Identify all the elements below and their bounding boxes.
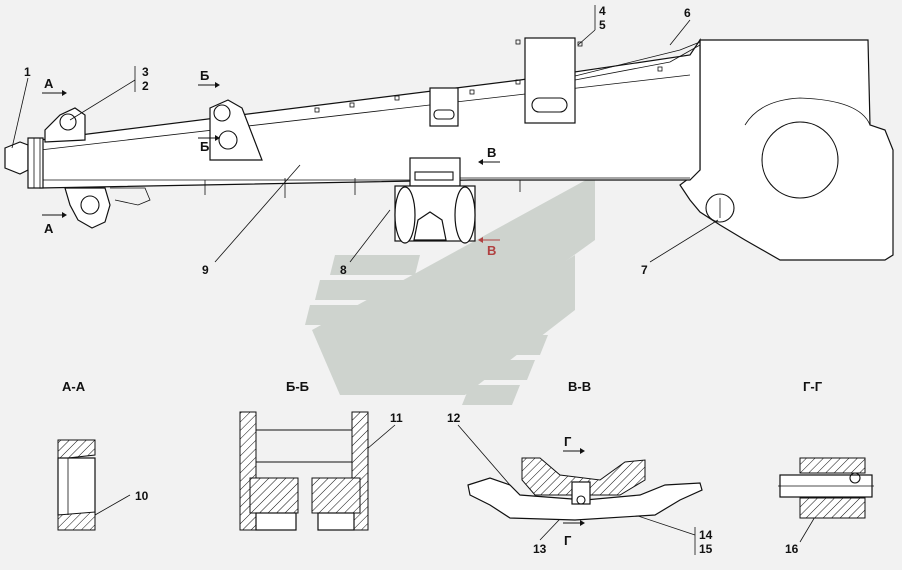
callout-16: 16	[785, 542, 799, 556]
pivot-bore	[761, 121, 839, 199]
bracket-mid	[429, 87, 459, 127]
section-aa-drawing	[57, 439, 96, 531]
hook	[64, 187, 111, 229]
callout-1: 1	[24, 65, 31, 79]
callout-14: 14	[699, 528, 713, 542]
watermark-logo	[305, 175, 595, 405]
bracket-left	[44, 107, 86, 143]
callout-15: 15	[699, 542, 713, 556]
section-marks	[42, 82, 585, 526]
section-title-bb: Б-Б	[286, 379, 309, 394]
section-mark-b-bottom: Б	[200, 139, 209, 154]
section-mark-v-top: В	[487, 145, 496, 160]
callout-3: 3	[142, 65, 149, 79]
section-bb-drawing	[239, 411, 369, 531]
bracket-b	[209, 99, 263, 161]
callout-2: 2	[142, 79, 149, 93]
section-gg-drawing	[778, 457, 874, 519]
leader-lines	[11, 5, 826, 555]
section-mark-g-bottom: Г	[564, 533, 572, 548]
boom-arm	[39, 38, 701, 189]
section-mark-a-top: А	[44, 76, 54, 91]
section-title-vv: В-В	[568, 379, 591, 394]
section-mark-b-top: Б	[200, 68, 209, 83]
section-mark-a-bottom: А	[44, 221, 54, 236]
callout-13: 13	[533, 542, 547, 556]
rivets	[314, 39, 663, 113]
section-title-aa: А-А	[62, 379, 86, 394]
callout-5: 5	[599, 18, 606, 32]
callout-7: 7	[641, 263, 648, 277]
callout-11: 11	[390, 411, 403, 425]
underside-struts	[204, 178, 521, 198]
pin-7	[705, 193, 735, 223]
boom-assembly	[4, 37, 894, 261]
callout-10: 10	[135, 489, 149, 503]
bracket-4-5	[524, 37, 576, 124]
callout-8: 8	[340, 263, 347, 277]
section-title-gg: Г-Г	[803, 379, 823, 394]
callout-12: 12	[447, 411, 461, 425]
pivot-housing	[679, 39, 894, 261]
callout-9: 9	[202, 263, 209, 277]
callout-4: 4	[599, 4, 606, 18]
section-mark-g-top: Г	[564, 434, 572, 449]
callout-6: 6	[684, 6, 691, 20]
section-vv-drawing	[467, 457, 703, 521]
end-cap	[4, 141, 29, 175]
section-mark-v-bottom: В	[487, 243, 496, 258]
